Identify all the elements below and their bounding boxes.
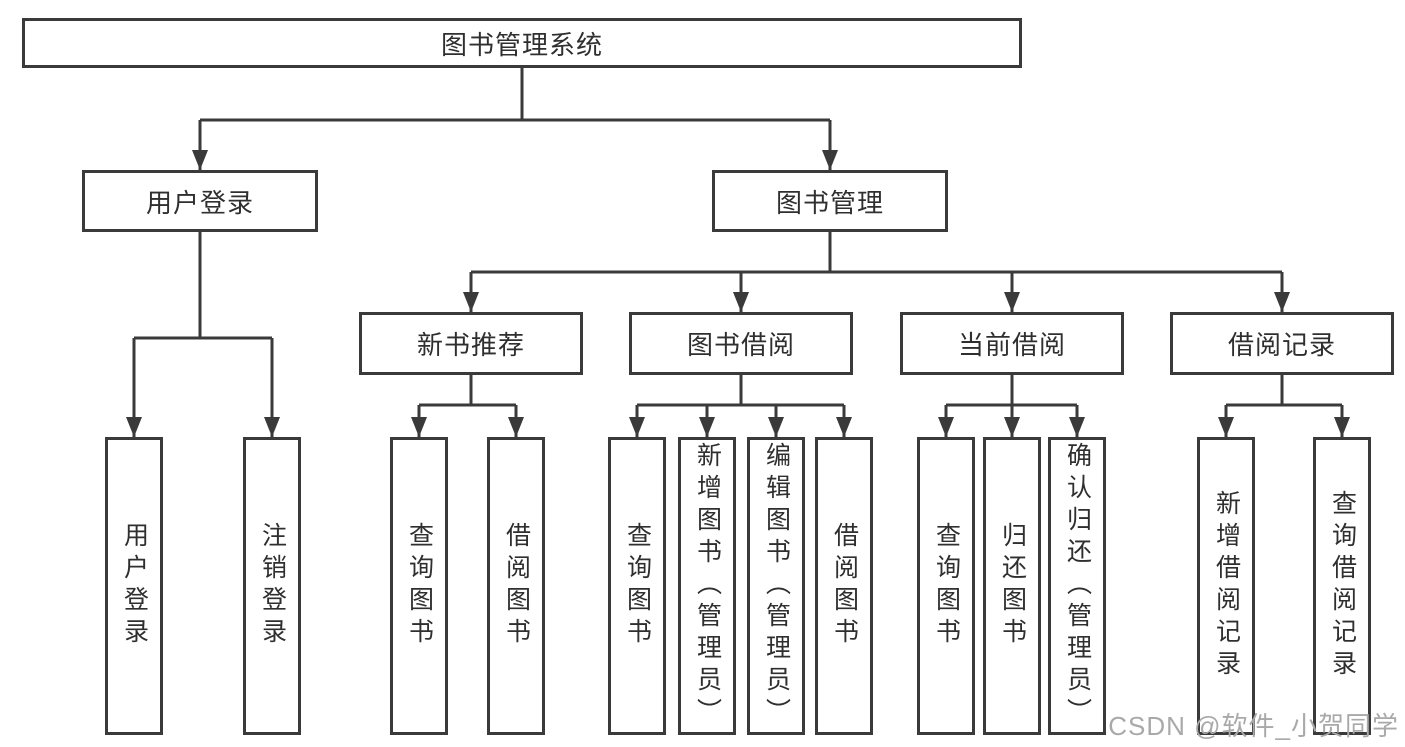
leaf-query-books-current: 查询图书 xyxy=(917,437,975,735)
leaf-return-books: 归还图书 xyxy=(983,437,1041,735)
leaf-user-login: 用户登录 xyxy=(105,437,163,735)
leaf-query-books-recommend: 查询图书 xyxy=(390,437,448,735)
leaf-add-borrow-record: 新增借阅记录 xyxy=(1197,437,1255,735)
leaf-label: 注销登录 xyxy=(258,522,287,650)
node-new-book-recommend: 新书推荐 xyxy=(359,312,583,375)
node-book-borrowing: 图书借阅 xyxy=(629,312,853,375)
leaf-label: 确认归还（管理员） xyxy=(1063,442,1092,730)
node-borrow-records: 借阅记录 xyxy=(1170,312,1394,375)
leaf-label: 新增图书（管理员） xyxy=(693,442,722,730)
leaf-label: 编辑图书（管理员） xyxy=(762,442,791,730)
leaf-label: 借阅图书 xyxy=(502,522,531,650)
node-book-management: 图书管理 xyxy=(712,170,948,232)
leaf-logout: 注销登录 xyxy=(243,437,301,735)
leaf-add-books-admin: 新增图书（管理员） xyxy=(678,437,736,735)
leaf-query-books-borrow: 查询图书 xyxy=(608,437,666,735)
leaf-borrow-books-recommend: 借阅图书 xyxy=(487,437,545,735)
node-current-borrowing: 当前借阅 xyxy=(900,312,1124,375)
node-user-login: 用户登录 xyxy=(82,170,318,232)
leaf-label: 归还图书 xyxy=(998,522,1027,650)
leaf-confirm-return-admin: 确认归还（管理员） xyxy=(1048,437,1106,735)
leaf-label: 查询借阅记录 xyxy=(1328,490,1357,682)
leaf-borrow-books: 借阅图书 xyxy=(815,437,873,735)
leaf-label: 查询图书 xyxy=(623,522,652,650)
leaf-label: 新增借阅记录 xyxy=(1212,490,1241,682)
leaf-query-borrow-record: 查询借阅记录 xyxy=(1313,437,1371,735)
leaf-label: 查询图书 xyxy=(405,522,434,650)
leaf-edit-books-admin: 编辑图书（管理员） xyxy=(747,437,805,735)
node-root-system: 图书管理系统 xyxy=(22,18,1022,68)
leaf-label: 借阅图书 xyxy=(830,522,859,650)
leaf-label: 用户登录 xyxy=(120,522,149,650)
leaf-label: 查询图书 xyxy=(932,522,961,650)
